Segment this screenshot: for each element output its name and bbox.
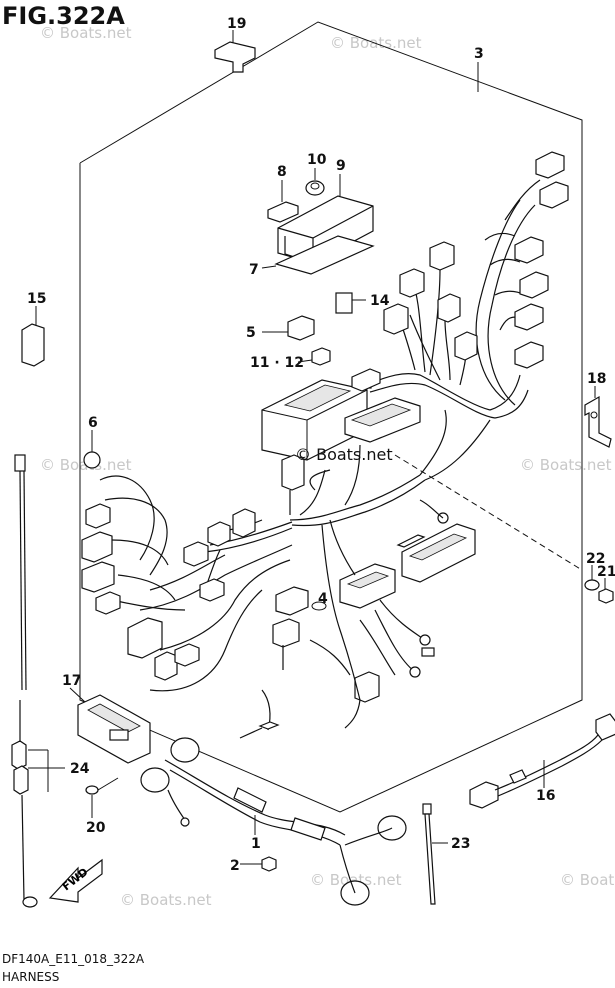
gasket-part-7 [261, 235, 375, 275]
callout-16: 17 [62, 673, 81, 689]
harness-part-15 [469, 713, 615, 809]
callout-11-12: 11 · 12 [250, 355, 304, 371]
callout-20: 21 [597, 564, 615, 580]
relay-part-4 [275, 586, 327, 616]
clamp-part-18 [214, 30, 256, 73]
nut-part-20 [598, 578, 614, 604]
callout-1: 1 [251, 836, 261, 852]
callout-17: 18 [587, 371, 606, 387]
ecm-connector-large [396, 523, 476, 583]
callout-10: 10 [307, 152, 327, 168]
screw-part-19 [85, 777, 119, 818]
watermark-layer: © Boats.net © Boats.net © Boats.net © Bo… [40, 24, 615, 909]
callout-7: 7 [249, 262, 259, 278]
bracket-part-17 [584, 386, 612, 448]
harness-connectors [81, 151, 569, 739]
nut-part-2 [240, 856, 277, 872]
harness-wires [99, 179, 541, 731]
callout-23: 24 [70, 761, 90, 777]
washer-part-21 [584, 565, 600, 591]
connector-block-right [344, 397, 421, 443]
callout-15: 16 [536, 788, 555, 804]
watermark: © Boats.net [310, 871, 402, 889]
callout-6: 6 [88, 415, 98, 431]
harness-part-1 [140, 737, 407, 906]
watermark: © Boats.net [560, 871, 615, 889]
cable-part-23 [11, 454, 65, 908]
main-junction-box [261, 377, 372, 461]
bracket-part-16 [69, 687, 151, 764]
callout-3: 3 [474, 46, 484, 62]
callout-8: 8 [277, 164, 287, 180]
connector-lower-mid [272, 618, 300, 670]
callout-2: 2 [230, 858, 240, 874]
bracket-part-8 [267, 180, 299, 223]
grommet-part-10 [305, 168, 325, 196]
center-brand: © Boats.net [295, 445, 393, 464]
forward-arrow: FWD [48, 858, 103, 903]
assembly-outline [79, 21, 583, 813]
callout-9: 9 [336, 158, 346, 174]
figure-title: FIG.322A [2, 2, 125, 30]
callout-22: 23 [451, 836, 470, 852]
figure-name: HARNESS [2, 970, 60, 984]
watermark: © Boats.net [40, 24, 132, 42]
callout-5: 5 [246, 325, 256, 341]
fuse-part-11-12 [297, 347, 331, 366]
callout-19: 20 [86, 820, 106, 836]
cap-part-14 [21, 306, 45, 367]
callout-14: 15 [27, 291, 46, 307]
connector-lower-right [354, 671, 380, 703]
relay-part-13 [335, 292, 366, 314]
leader-dashed [394, 454, 583, 571]
callout-13: 14 [370, 293, 390, 309]
callout-labels: 19 3 10 9 8 7 14 15 5 11 · 12 18 6 22 21… [27, 16, 615, 874]
callout-21: 22 [586, 551, 605, 567]
figure-code: DF140A_E11_018_322A [2, 952, 145, 966]
watermark: © Boats.net [520, 456, 612, 474]
relay-part-5 [262, 315, 315, 341]
cable-tie-part-22 [422, 803, 448, 905]
watermark: © Boats.net [120, 891, 212, 909]
callout-4: 4 [318, 591, 328, 607]
callout-18: 19 [227, 16, 246, 32]
ecm-connector-small [339, 563, 396, 609]
